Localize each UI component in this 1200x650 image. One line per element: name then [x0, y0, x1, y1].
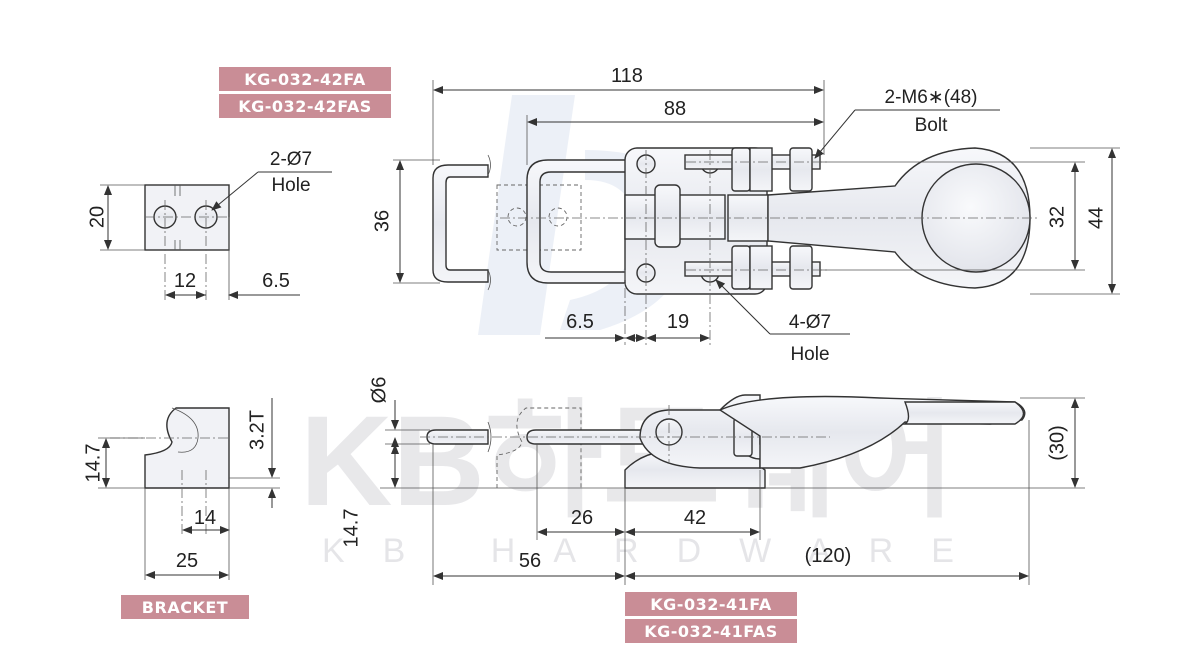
inner-length-dim: 88 — [664, 98, 686, 120]
side-height-dim: 14.7 — [340, 509, 362, 548]
bracket-side-view: 14.7 3.2T 14 25 — [82, 398, 280, 580]
overall-length-dim: 118 — [611, 65, 643, 87]
base-offset-dim: 26 — [571, 507, 593, 529]
bracket-side-height-dim: 14.7 — [82, 444, 104, 483]
loop-height-dim: 36 — [371, 210, 393, 232]
bolt-pitch-dim: 32 — [1046, 206, 1068, 228]
bracket-label: BRACKET — [142, 598, 228, 617]
total-length-dim: (120) — [805, 545, 852, 567]
bracket-edge-dim: 6.5 — [262, 270, 290, 292]
bracket-thickness-dim: 3.2T — [246, 410, 268, 450]
bracket-top-view: 20 12 6.5 2-Ø7 Hole — [86, 149, 332, 300]
overall-width-dim: 44 — [1085, 207, 1107, 229]
watermark-sub: KB HARDWARE — [322, 532, 992, 570]
bracket-hole-word: Hole — [271, 175, 310, 196]
bracket-height-dim: 20 — [86, 206, 108, 228]
reach-dim: 56 — [519, 550, 541, 572]
rod-diameter-dim: Ø6 — [368, 377, 390, 404]
label-bracket: BRACKET — [121, 595, 249, 619]
model-label-42fas: KG-032-42FAS — [238, 97, 371, 116]
bolt-spec: 2-M6∗(48) — [885, 87, 978, 108]
body-length-dim: 42 — [684, 507, 706, 529]
plate-edge-dim: 6.5 — [566, 311, 594, 333]
bracket-slot-dim: 14 — [194, 507, 216, 529]
bracket-width-dim: 25 — [176, 550, 198, 572]
bolt-word: Bolt — [915, 115, 948, 136]
bracket-hole-count: 2-Ø7 — [270, 149, 312, 170]
bracket-pitch-dim: 12 — [174, 270, 196, 292]
handle-height-dim: (30) — [1046, 425, 1068, 461]
plate-hole-count: 4-Ø7 — [789, 312, 831, 333]
latch-plan-view: 118 88 2-M6∗(48) Bolt 36 32 44 6.5 19 4 — [371, 65, 1120, 365]
label-bottom-models: KG-032-41FA KG-032-41FAS — [625, 592, 797, 643]
label-top-models: KG-032-42FA KG-032-42FAS — [219, 67, 391, 118]
latch-side-view: Ø6 14.7 (30) 26 42 56 (120) — [340, 377, 1085, 585]
model-label-41fa: KG-032-41FA — [650, 595, 772, 614]
hole-spacing-dim: 19 — [667, 311, 689, 333]
model-label-41fas: KG-032-41FAS — [644, 622, 777, 641]
model-label-42fa: KG-032-42FA — [244, 70, 366, 89]
plate-hole-word: Hole — [790, 344, 829, 365]
